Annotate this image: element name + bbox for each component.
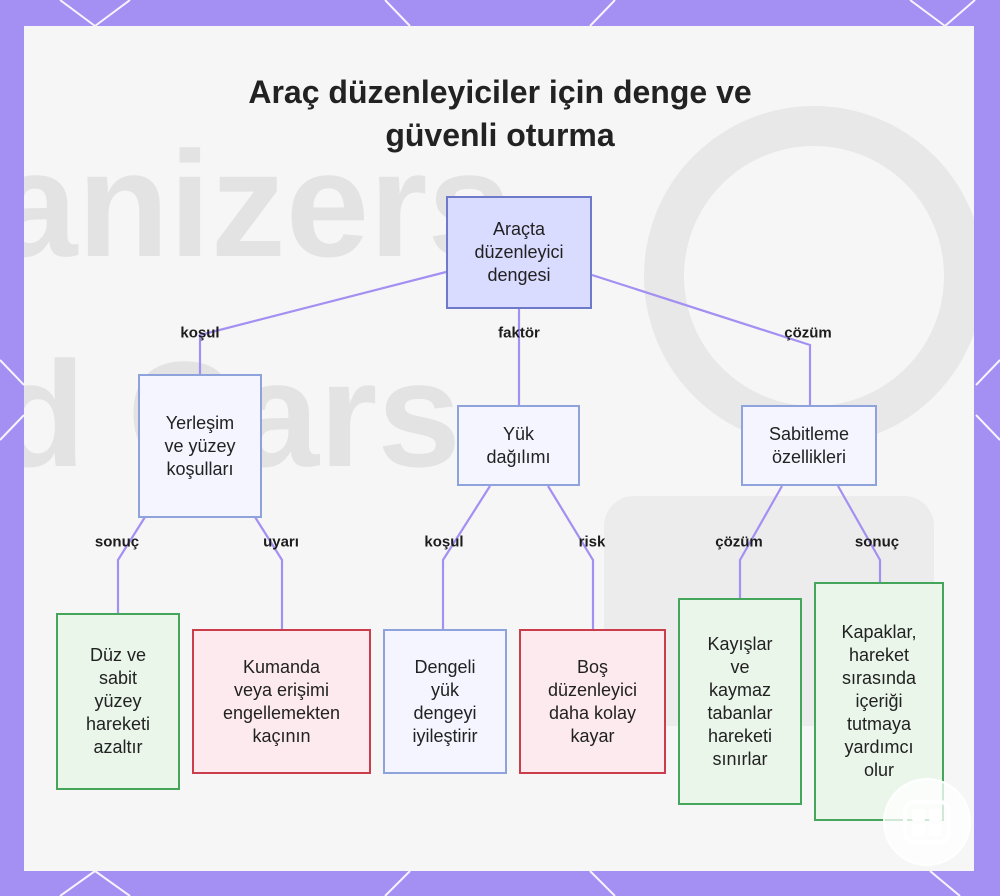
edge-label-risk: risk: [579, 534, 606, 551]
edge-label-solution: çözüm: [784, 325, 832, 342]
edge-label-factor: faktör: [498, 325, 540, 342]
app-badge-icon: [883, 778, 971, 866]
edge-label-condition: koşul: [180, 325, 219, 342]
edge-label-result: sonuç: [95, 534, 139, 551]
edge-label-condition-2: koşul: [424, 534, 463, 551]
edge-label-solution-2: çözüm: [715, 534, 763, 551]
edge-label-warning: uyarı: [263, 534, 299, 551]
edge-label-result-2: sonuç: [855, 534, 899, 551]
